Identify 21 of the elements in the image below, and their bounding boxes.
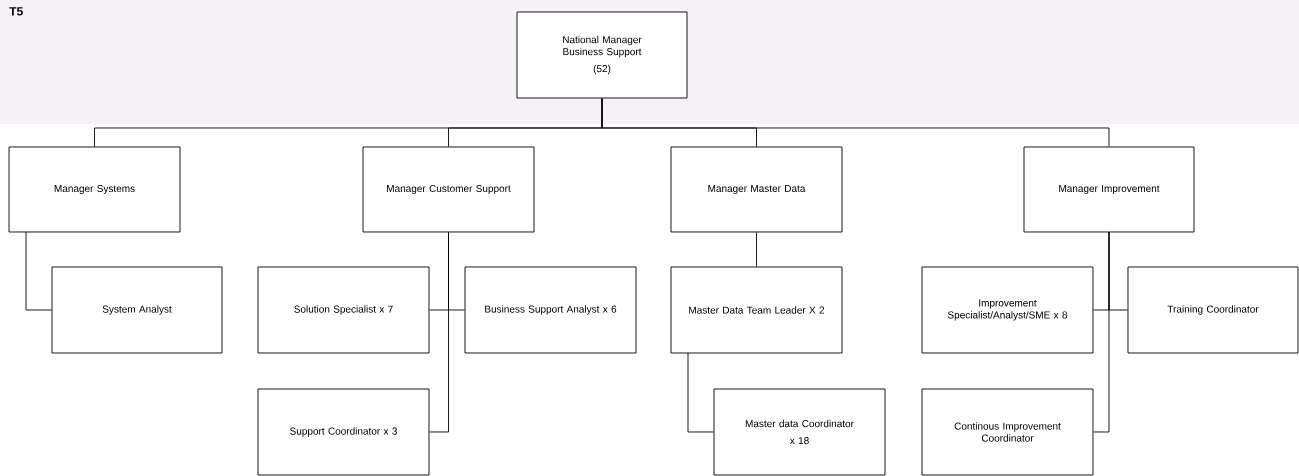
connector-line [687, 352, 714, 433]
connector-line [25, 231, 52, 311]
role-box: Business Support Analyst x 6 [464, 266, 637, 354]
role-box: Manager Customer Support [362, 146, 535, 233]
connector-line [429, 231, 449, 433]
title: T5 [9, 7, 23, 16]
role-box: Master Data Team Leader X 2 [670, 266, 843, 354]
role-box: Master data Coordinator x 18 [713, 388, 886, 476]
role-box: Manager Master Data [670, 146, 843, 233]
role-box: Improvement Specialist/Analyst/SME x 8 [921, 266, 1094, 354]
role-box: Training Coordinator [1127, 266, 1299, 354]
role-box: Continous Improvement Coordinator [921, 388, 1094, 476]
role-box: Manager Systems [8, 146, 181, 233]
connector-line [601, 98, 1110, 147]
role-box: Solution Specialist x 7 [257, 266, 430, 354]
role-box: Support Coordinator x 3 [257, 388, 430, 476]
role-box: National Manager Business Support (52) [516, 11, 688, 99]
connector-line [1093, 231, 1110, 433]
connector-line [756, 232, 757, 267]
role-box: System Analyst [51, 266, 223, 354]
role-box: Manager Improvement [1023, 146, 1195, 233]
